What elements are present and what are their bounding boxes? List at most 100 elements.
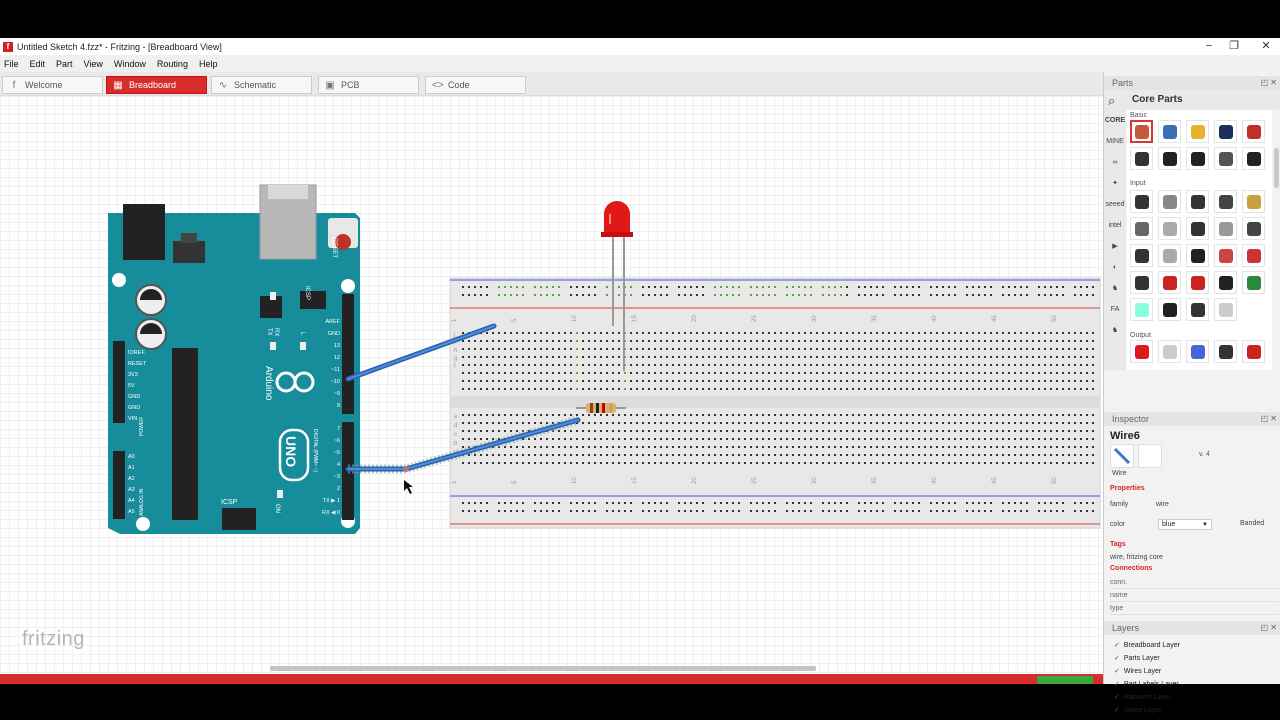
breadboard-hole	[606, 348, 608, 350]
tab-pcb[interactable]: ▣ PCB	[318, 76, 419, 94]
menu-part[interactable]: Part	[56, 58, 73, 69]
menu-file[interactable]: File	[4, 58, 19, 69]
tab-welcome[interactable]: f Welcome	[2, 76, 103, 94]
bin-snootlab[interactable]: ◐	[1112, 264, 1118, 271]
part-tile[interactable]	[1242, 120, 1265, 143]
bin-contrib[interactable]: ✦	[1112, 180, 1118, 187]
part-tile[interactable]	[1214, 190, 1237, 213]
bin-core[interactable]: CORE	[1104, 117, 1126, 124]
part-tile[interactable]	[1130, 217, 1153, 240]
breadboard-hole	[558, 388, 560, 390]
part-tile[interactable]	[1186, 147, 1209, 170]
breadboard[interactable]: 1155101015152020252530303535404045455050…	[449, 277, 1101, 529]
parts-search-bar[interactable]: ⌕ Core Parts	[1104, 90, 1280, 110]
part-tile[interactable]	[1158, 244, 1181, 267]
bin-intel[interactable]: intel	[1108, 222, 1122, 229]
breadboard-hole	[762, 430, 764, 432]
part-tile[interactable]	[1186, 298, 1209, 321]
part-tile[interactable]	[1186, 190, 1209, 213]
wire6-selected[interactable]	[345, 415, 581, 474]
bin-animal-2[interactable]: ♞	[1111, 327, 1119, 334]
part-tile[interactable]	[1130, 271, 1153, 294]
bin-seeed[interactable]: seeed	[1105, 201, 1125, 208]
menu-window[interactable]: Window	[113, 58, 146, 69]
part-tile[interactable]	[1186, 271, 1209, 294]
minimize-button[interactable]: −	[1205, 40, 1213, 52]
layer-breadboard[interactable]: ✓Breadboard Layer	[1114, 641, 1180, 649]
bin-playground[interactable]: ▶	[1112, 243, 1118, 250]
part-tile[interactable]	[1214, 217, 1237, 240]
part-tile[interactable]	[1186, 217, 1209, 240]
part-tile[interactable]	[1158, 147, 1181, 170]
wire-gnd[interactable]	[345, 323, 497, 382]
part-tile[interactable]	[1130, 244, 1153, 267]
part-tile[interactable]	[1242, 217, 1265, 240]
bin-arduino[interactable]: ∞	[1112, 159, 1118, 166]
part-tile[interactable]	[1214, 244, 1237, 267]
part-tile[interactable]	[1242, 190, 1265, 213]
part-tile[interactable]	[1130, 147, 1153, 170]
breadboard-hole	[1074, 502, 1076, 504]
part-tile[interactable]	[1130, 340, 1153, 363]
part-tile[interactable]	[1158, 271, 1181, 294]
part-tile[interactable]	[1158, 120, 1181, 143]
parts-scrollbar[interactable]	[1274, 148, 1279, 188]
tab-breadboard[interactable]: ▦ Breadboard	[106, 76, 207, 94]
breadboard-hole	[540, 372, 542, 374]
part-tile[interactable]	[1214, 298, 1237, 321]
layer-notes[interactable]: ✓Notes Layer	[1114, 706, 1162, 714]
banded-checkbox-label[interactable]: Banded	[1240, 520, 1265, 527]
red-led[interactable]	[601, 201, 633, 371]
part-tile[interactable]	[1214, 147, 1237, 170]
tab-schematic[interactable]: ∿ Schematic	[211, 76, 312, 94]
close-button[interactable]: ✕	[1261, 40, 1271, 52]
menu-routing[interactable]: Routing	[156, 58, 188, 69]
tab-code[interactable]: <> Code	[425, 76, 526, 94]
breadboard-hole	[786, 372, 788, 374]
breadboard-hole	[462, 364, 464, 366]
breadboard-hole	[618, 286, 620, 288]
part-tile[interactable]	[1158, 340, 1181, 363]
horizontal-scrollbar[interactable]	[270, 666, 816, 671]
part-tile[interactable]	[1242, 340, 1265, 363]
search-icon[interactable]: ⌕	[1108, 93, 1116, 108]
part-tile[interactable]	[1158, 217, 1181, 240]
part-tile[interactable]	[1214, 340, 1237, 363]
part-tile[interactable]	[1186, 340, 1209, 363]
part-tile[interactable]	[1214, 120, 1237, 143]
layer-wires[interactable]: ✓Wires Layer	[1114, 667, 1161, 675]
breadboard-hole	[534, 388, 536, 390]
part-tile[interactable]	[1130, 120, 1153, 143]
part-tile[interactable]	[1242, 271, 1265, 294]
part-tile[interactable]	[1130, 298, 1153, 321]
breadboard-hole	[534, 414, 536, 416]
bin-mine[interactable]: MINE	[1106, 138, 1124, 145]
layer-part-labels[interactable]: ✓Part Labels Layer	[1114, 680, 1179, 688]
part-tile[interactable]	[1242, 244, 1265, 267]
part-tile[interactable]	[1214, 271, 1237, 294]
part-tile[interactable]	[1186, 120, 1209, 143]
color-select[interactable]: blue ▼	[1158, 519, 1212, 530]
bin-fa[interactable]: FA	[1110, 306, 1120, 313]
arduino-uno-board[interactable]: RESET ICSP ICSP ON TX RX L Arduino UNO P…	[108, 184, 360, 534]
panel-float-close-icon[interactable]: ◰ ✕	[1260, 623, 1277, 632]
breadboard-hole	[960, 422, 962, 424]
part-tile[interactable]	[1130, 190, 1153, 213]
menu-edit[interactable]: Edit	[29, 58, 46, 69]
menu-help[interactable]: Help	[198, 58, 218, 69]
part-tile[interactable]	[1158, 298, 1181, 321]
panel-float-close-icon[interactable]: ◰ ✕	[1260, 78, 1277, 87]
part-tile[interactable]	[1242, 147, 1265, 170]
part-tile[interactable]	[1158, 190, 1181, 213]
layer-parts[interactable]: ✓Parts Layer	[1114, 654, 1160, 662]
maximize-button[interactable]: ❐	[1229, 40, 1239, 52]
resistor[interactable]	[576, 403, 626, 413]
layer-ratsnest[interactable]: ✓Ratsnest Layer	[1114, 693, 1171, 701]
menu-view[interactable]: View	[83, 58, 103, 69]
breadboard-hole	[936, 332, 938, 334]
part-tile[interactable]	[1186, 244, 1209, 267]
panel-float-close-icon[interactable]: ◰ ✕	[1260, 414, 1277, 423]
breadboard-hole	[888, 372, 890, 374]
bin-animal[interactable]: ♞	[1111, 285, 1119, 292]
